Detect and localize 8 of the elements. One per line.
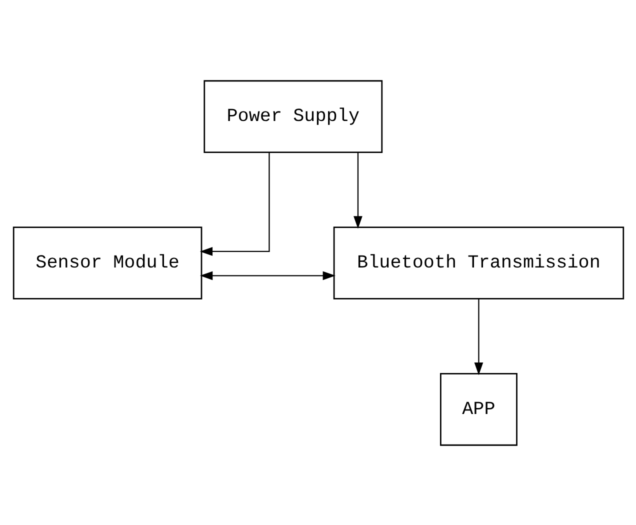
node-box: Power Supply <box>203 80 382 153</box>
node-box: Sensor Module <box>12 226 202 299</box>
arrow <box>199 152 270 256</box>
node-box: APP <box>440 372 517 446</box>
arrow <box>199 270 335 280</box>
node-box: Bluetooth Transmission <box>332 226 624 299</box>
arrow <box>353 152 362 228</box>
arrow <box>474 298 483 375</box>
